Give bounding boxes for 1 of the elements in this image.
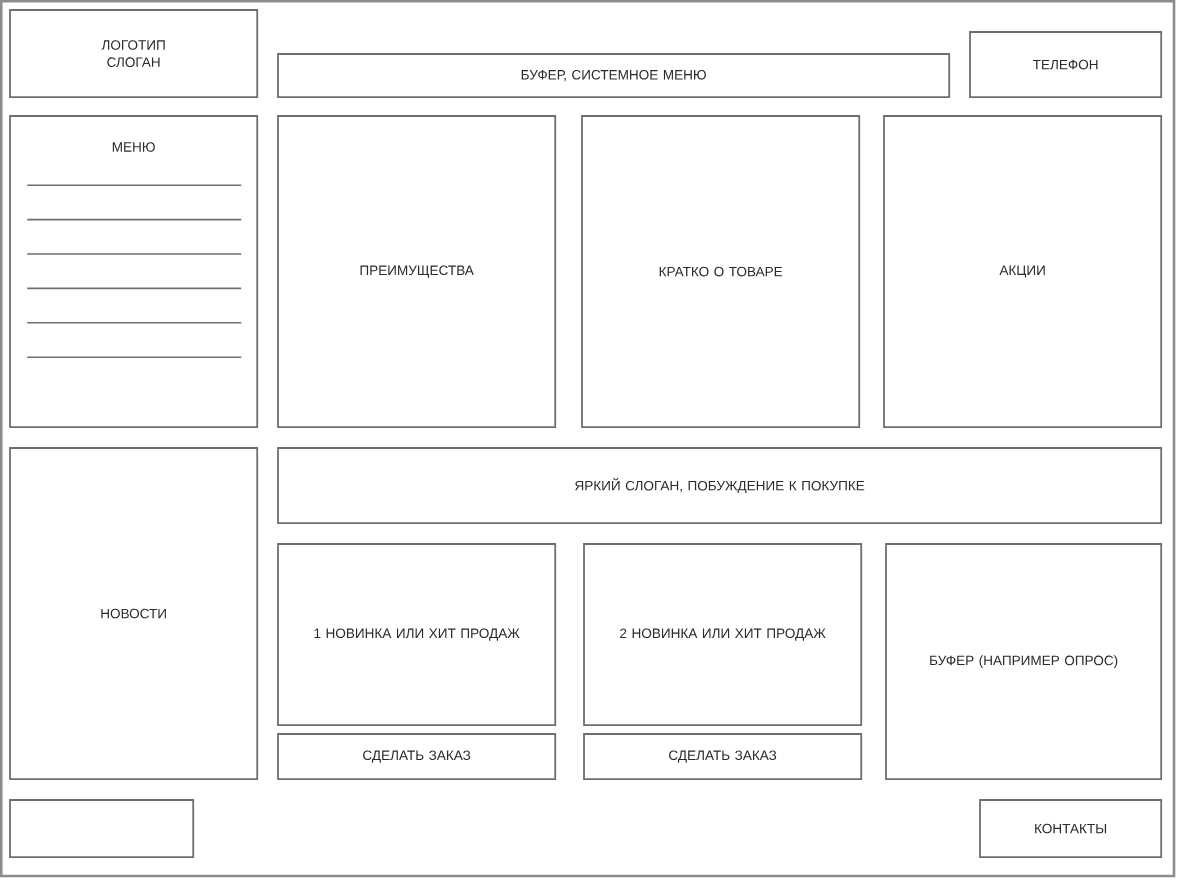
footer-block: [9, 799, 195, 859]
